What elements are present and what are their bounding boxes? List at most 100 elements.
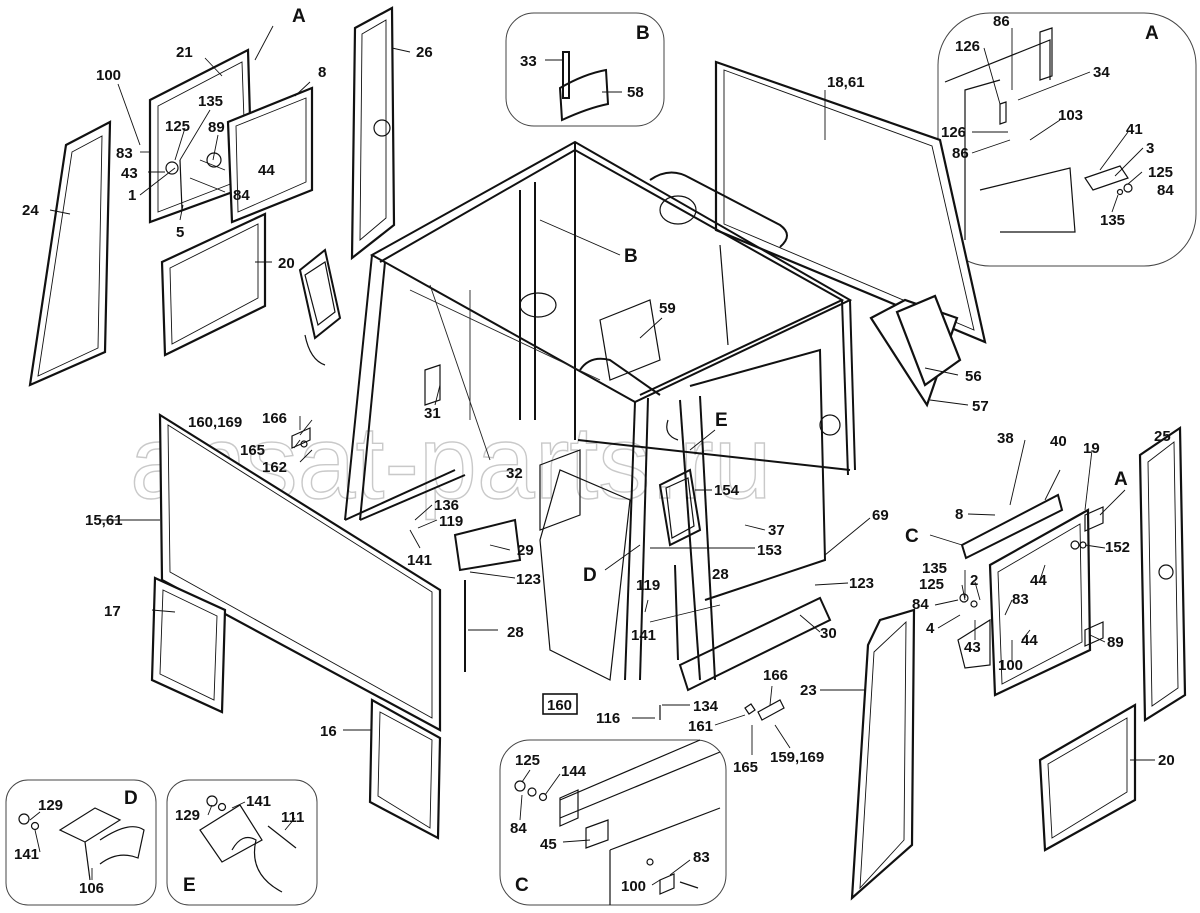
detail-label-b: B <box>636 23 650 44</box>
callout-119-right: 119 <box>636 577 660 594</box>
panels-56-57 <box>869 294 962 408</box>
callout-21: 21 <box>176 44 193 61</box>
beams-and-rods <box>291 427 832 721</box>
callout-162: 162 <box>262 459 287 476</box>
callout-103: 103 <box>1058 107 1083 124</box>
detail-label-d: D <box>124 788 138 809</box>
callout-125-left: 125 <box>165 118 190 135</box>
callout-40: 40 <box>1050 433 1067 450</box>
callout-20-right: 20 <box>1158 752 1175 769</box>
callout-119-left: 119 <box>439 513 463 530</box>
callout-141-d: 141 <box>14 846 39 863</box>
callout-129-e: 129 <box>175 807 200 824</box>
callout-e-main: E <box>715 410 728 431</box>
callout-d-main: D <box>583 565 597 586</box>
handle-left <box>298 248 342 366</box>
callout-44-right-top: 44 <box>1030 572 1047 589</box>
callout-83-c: 83 <box>693 849 710 866</box>
side-window-23 <box>850 608 916 901</box>
callout-26: 26 <box>416 44 433 61</box>
door-panel-8 <box>206 86 314 224</box>
detail-c-bubble <box>499 739 727 906</box>
callout-43-right: 43 <box>964 639 981 656</box>
callout-84-right: 84 <box>912 596 929 613</box>
callout-59: 59 <box>659 300 676 317</box>
callout-1: 1 <box>128 187 136 204</box>
detail-label-a: A <box>1145 23 1159 44</box>
callout-134: 134 <box>693 698 719 715</box>
callout-84-a: 84 <box>1157 182 1174 199</box>
callout-153: 153 <box>757 542 782 559</box>
window-16 <box>368 698 442 840</box>
callout-89-right: 89 <box>1107 634 1124 651</box>
detail-e-bubble <box>166 779 318 906</box>
callout-8-right: 8 <box>955 506 963 523</box>
callout-84-c: 84 <box>510 820 527 837</box>
callout-123-left: 123 <box>516 571 541 588</box>
callout-labels: 21 A 100 8 135 125 89 83 43 44 1 84 5 24… <box>14 6 1175 897</box>
callout-41: 41 <box>1126 121 1143 138</box>
callout-135-left: 135 <box>198 93 223 110</box>
callout-33: 33 <box>520 53 537 70</box>
callout-30: 30 <box>820 625 837 642</box>
callout-165-right: 165 <box>733 759 758 776</box>
callout-43-left: 43 <box>121 165 138 182</box>
callout-32: 32 <box>506 465 523 482</box>
callout-20-left: 20 <box>278 255 295 272</box>
callout-144: 144 <box>561 763 587 780</box>
callout-23: 23 <box>800 682 817 699</box>
callout-37: 37 <box>768 522 785 539</box>
callout-100-right: 100 <box>998 657 1023 674</box>
callout-8-left: 8 <box>318 64 326 81</box>
callout-111: 111 <box>281 809 304 826</box>
front-window-1561 <box>158 413 442 732</box>
callout-29: 29 <box>517 542 534 559</box>
side-window-25 <box>1138 425 1187 722</box>
callout-31: 31 <box>424 405 441 422</box>
leader-lines <box>29 25 1155 886</box>
callout-100-c: 100 <box>621 878 646 895</box>
callout-106: 106 <box>79 880 104 897</box>
callout-152: 152 <box>1105 539 1130 556</box>
callout-4: 4 <box>926 620 935 637</box>
lower-panel-20-right <box>1038 703 1137 852</box>
roof-window-1861 <box>714 60 987 344</box>
callout-159169: 159,169 <box>770 749 824 766</box>
callout-84-left: 84 <box>233 187 250 204</box>
callout-a-right: A <box>1114 469 1128 490</box>
callout-166-left: 166 <box>262 410 287 427</box>
callout-3: 3 <box>1146 140 1154 157</box>
callout-141-left: 141 <box>407 552 432 569</box>
callout-44-right-low: 44 <box>1021 632 1038 649</box>
callout-c-main: C <box>905 526 919 547</box>
detail-label-e: E <box>183 875 196 896</box>
callout-5: 5 <box>176 224 184 241</box>
svg-text:160: 160 <box>547 697 572 714</box>
callout-135-right: 135 <box>922 560 947 577</box>
callout-161: 161 <box>688 718 713 735</box>
callout-25: 25 <box>1154 428 1171 445</box>
lower-panel-20 <box>160 212 267 357</box>
callout-34: 34 <box>1093 64 1110 81</box>
callout-135-a: 135 <box>1100 212 1125 229</box>
callout-89-left: 89 <box>208 119 225 136</box>
callout-44-left: 44 <box>258 162 275 179</box>
callout-58: 58 <box>627 84 644 101</box>
callout-126-a-top: 126 <box>955 38 980 55</box>
callout-154: 154 <box>714 482 740 499</box>
callout-86-a-top: 86 <box>993 13 1010 30</box>
callout-24: 24 <box>22 202 39 219</box>
callout-83-left: 83 <box>116 145 133 162</box>
callout-19: 19 <box>1083 440 1100 457</box>
callout-141-right: 141 <box>631 627 656 644</box>
handle-right <box>658 419 702 547</box>
callout-141-e: 141 <box>246 793 271 810</box>
callout-129-d: 129 <box>38 797 63 814</box>
callout-126-a-mid: 126 <box>941 124 966 141</box>
callout-1561: 15,61 <box>85 512 123 529</box>
callout-b-main: B <box>624 246 638 267</box>
callout-a-left: A <box>292 6 306 27</box>
callout-165-left: 165 <box>240 442 265 459</box>
callout-2: 2 <box>970 572 978 589</box>
